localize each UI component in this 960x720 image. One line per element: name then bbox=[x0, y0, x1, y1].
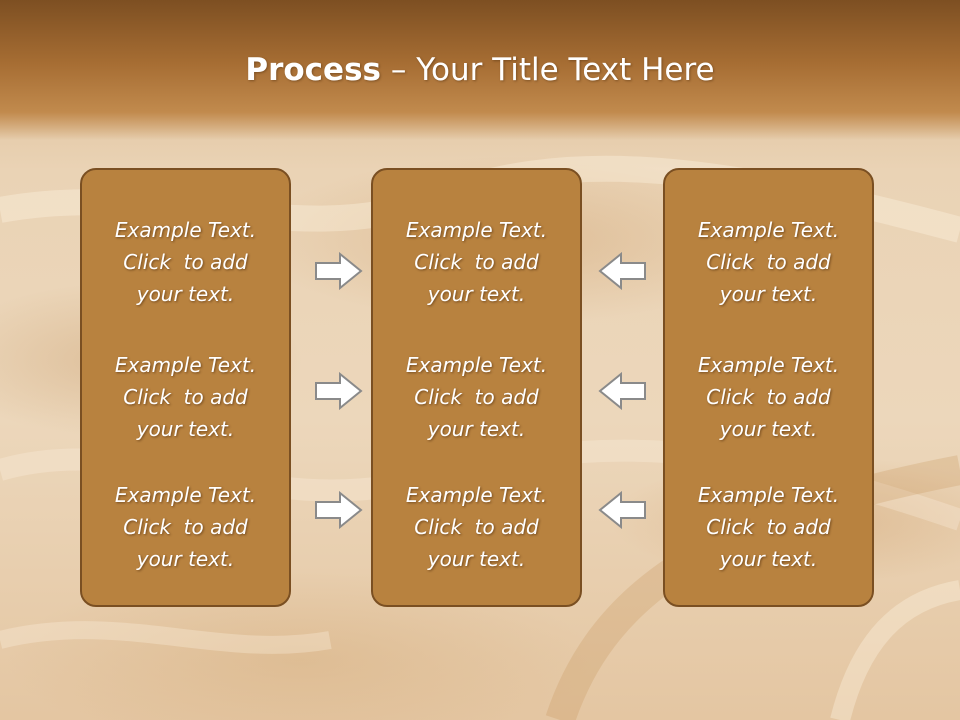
text-line: your text. bbox=[427, 417, 526, 441]
text-block[interactable]: Example Text. Click to add your text. bbox=[373, 349, 580, 445]
arrow-left-icon[interactable] bbox=[597, 252, 647, 290]
text-line: Click to add bbox=[123, 385, 248, 409]
text-line: Click to add bbox=[414, 515, 539, 539]
text-line: your text. bbox=[719, 282, 818, 306]
title-bold: Process bbox=[245, 52, 381, 88]
process-box-right[interactable]: Example Text. Click to add your text. Ex… bbox=[663, 168, 874, 607]
text-line: Example Text. bbox=[114, 353, 257, 377]
text-block[interactable]: Example Text. Click to add your text. bbox=[82, 479, 289, 575]
arrow-left-icon[interactable] bbox=[597, 491, 647, 529]
text-line: Example Text. bbox=[697, 483, 840, 507]
arrow-left-icon[interactable] bbox=[597, 372, 647, 410]
title-rest: – Your Title Text Here bbox=[381, 52, 715, 88]
text-block[interactable]: Example Text. Click to add your text. bbox=[82, 214, 289, 310]
text-block[interactable]: Example Text. Click to add your text. bbox=[373, 214, 580, 310]
text-line: Click to add bbox=[414, 250, 539, 274]
text-block[interactable]: Example Text. Click to add your text. bbox=[665, 479, 872, 575]
text-line: Click to add bbox=[123, 515, 248, 539]
text-line: your text. bbox=[427, 547, 526, 571]
text-line: Example Text. bbox=[405, 218, 548, 242]
process-box-left[interactable]: Example Text. Click to add your text. Ex… bbox=[80, 168, 291, 607]
text-block[interactable]: Example Text. Click to add your text. bbox=[82, 349, 289, 445]
arrow-right-icon[interactable] bbox=[314, 491, 364, 529]
text-line: Example Text. bbox=[697, 218, 840, 242]
text-block[interactable]: Example Text. Click to add your text. bbox=[665, 214, 872, 310]
text-line: Click to add bbox=[706, 515, 831, 539]
text-line: Example Text. bbox=[405, 483, 548, 507]
text-line: your text. bbox=[719, 417, 818, 441]
text-line: Click to add bbox=[706, 385, 831, 409]
text-line: your text. bbox=[719, 547, 818, 571]
text-line: Click to add bbox=[414, 385, 539, 409]
slide-title[interactable]: Process – Your Title Text Here bbox=[0, 52, 960, 88]
title-bar bbox=[0, 0, 960, 140]
text-line: Example Text. bbox=[405, 353, 548, 377]
arrow-right-icon[interactable] bbox=[314, 252, 364, 290]
text-line: Example Text. bbox=[114, 218, 257, 242]
process-box-center[interactable]: Example Text. Click to add your text. Ex… bbox=[371, 168, 582, 607]
text-line: your text. bbox=[427, 282, 526, 306]
text-line: Click to add bbox=[123, 250, 248, 274]
arrow-right-icon[interactable] bbox=[314, 372, 364, 410]
text-block[interactable]: Example Text. Click to add your text. bbox=[373, 479, 580, 575]
text-block[interactable]: Example Text. Click to add your text. bbox=[665, 349, 872, 445]
text-line: Example Text. bbox=[114, 483, 257, 507]
text-line: your text. bbox=[136, 547, 235, 571]
text-line: Example Text. bbox=[697, 353, 840, 377]
text-line: your text. bbox=[136, 282, 235, 306]
text-line: Click to add bbox=[706, 250, 831, 274]
text-line: your text. bbox=[136, 417, 235, 441]
